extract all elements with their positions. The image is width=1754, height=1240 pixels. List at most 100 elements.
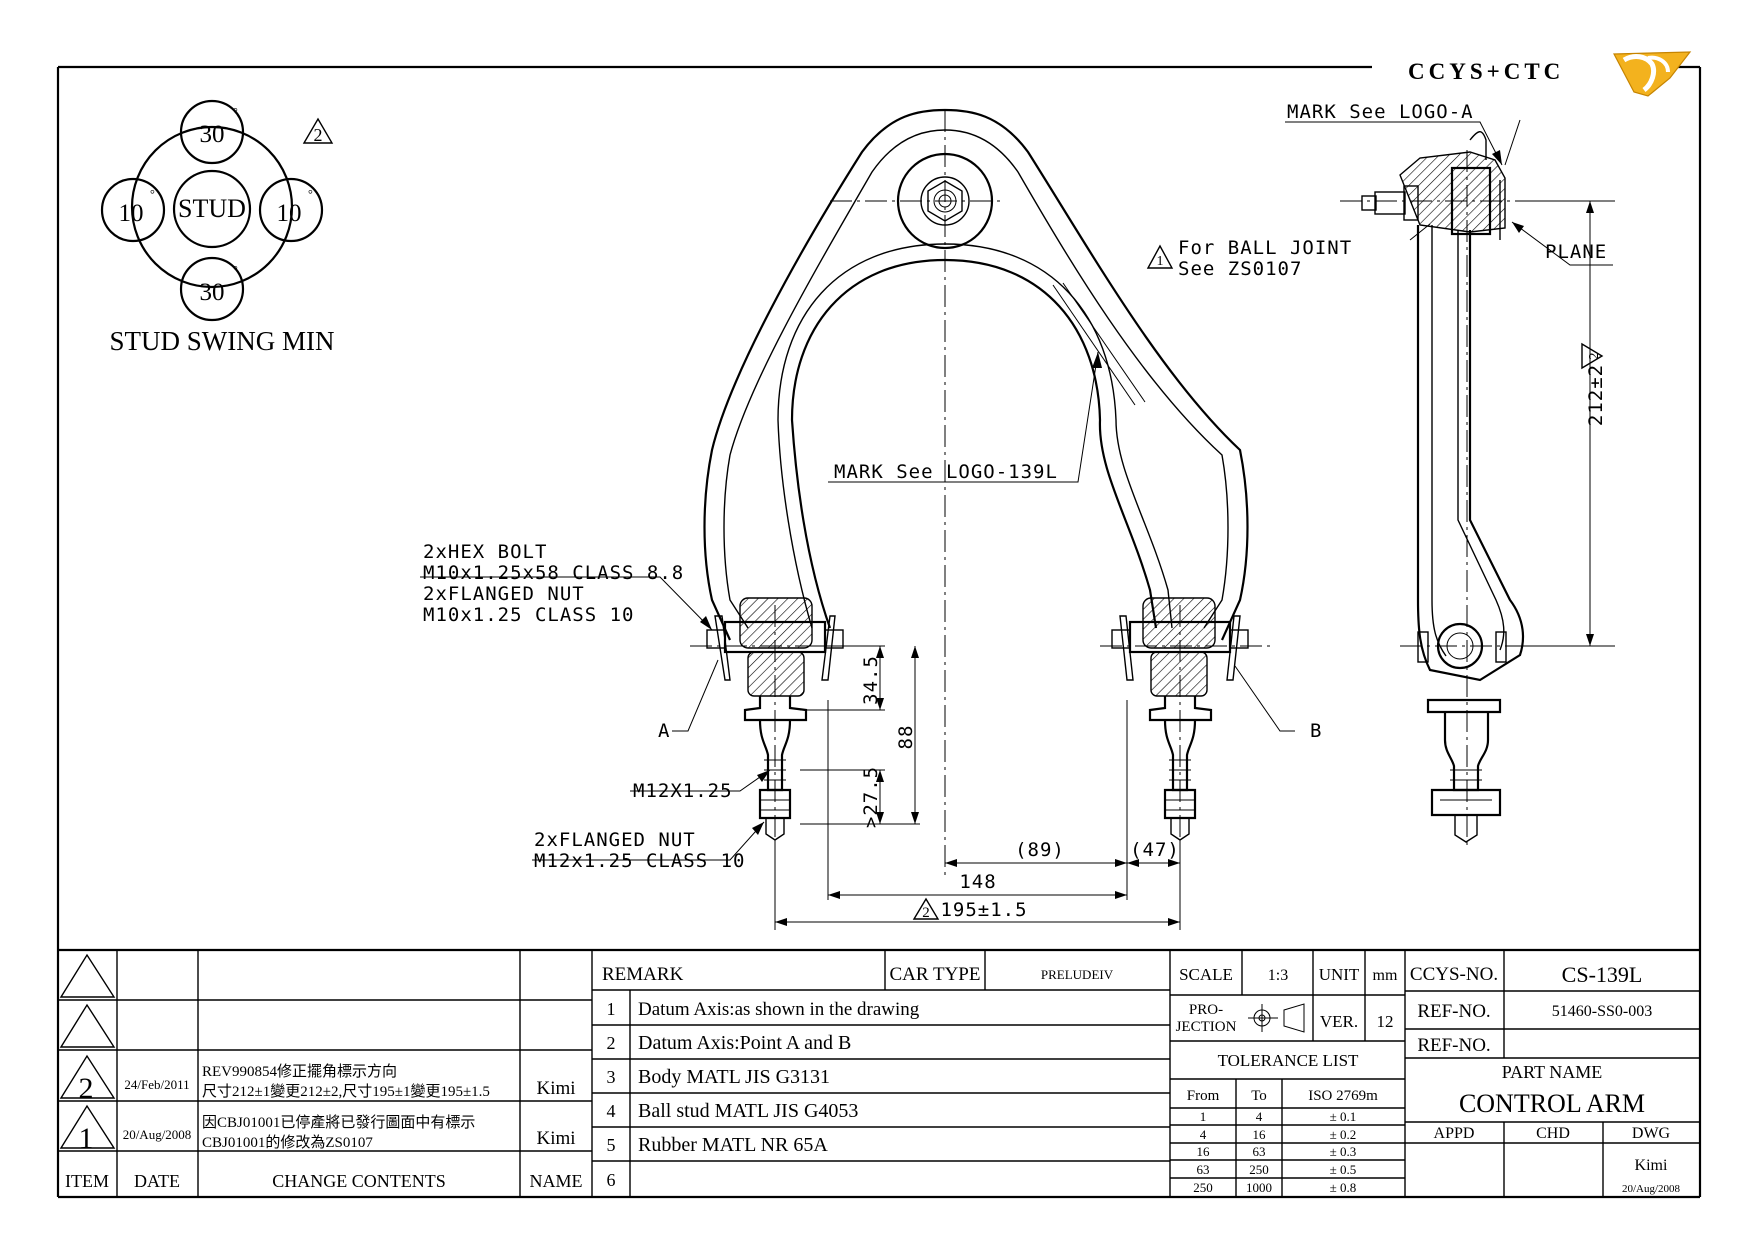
change-row-4-date: 20/Aug/2008 <box>123 1127 192 1142</box>
note-point-b: B <box>1310 720 1322 742</box>
dim-34-5: 34.5 <box>860 655 882 705</box>
swing-center-label: STUD <box>178 194 246 223</box>
dim-88: 88 <box>895 725 917 750</box>
header-item: ITEM <box>65 1171 109 1191</box>
stud-swing-diagram: 30 30 10 10 ° ° ° ° STUD 2 STUD SWING MI… <box>100 99 335 356</box>
car-type-value: PRELUDEIV <box>1041 967 1114 982</box>
swing-right-value: 10 <box>277 200 302 227</box>
tolerance-row-1-to: 4 <box>1256 1109 1263 1124</box>
tolerance-row-3-value: ± 0.3 <box>1330 1144 1357 1159</box>
drawing-date: 20/Aug/2008 <box>1622 1183 1681 1195</box>
ref-no-label: REF-NO. <box>1417 1001 1490 1022</box>
side-view: 212±2 2 MARK See LOGO-A 1 For BALL JOINT… <box>1146 101 1615 850</box>
remark-2-no: 2 <box>607 1033 616 1053</box>
remark-6-no: 6 <box>607 1170 616 1190</box>
note-ball-joint-1: For BALL JOINT <box>1178 237 1352 259</box>
note-point-a: A <box>658 720 670 742</box>
brand-wordmark: CCYS+CTC <box>1408 59 1564 84</box>
part-name-value: CONTROL ARM <box>1459 1089 1645 1118</box>
tolerance-header-iso: ISO 2769m <box>1308 1088 1378 1104</box>
dim-47: (47) <box>1130 839 1180 861</box>
svg-text:°: ° <box>233 105 238 119</box>
ref-no-2-label: REF-NO. <box>1417 1035 1490 1056</box>
remark-1-no: 1 <box>607 999 616 1019</box>
dim-195: 195±1.5 <box>940 899 1027 921</box>
remark-3-no: 3 <box>607 1067 616 1087</box>
part-name-label: PART NAME <box>1502 1062 1602 1082</box>
ref-no-value: 51460-SS0-003 <box>1552 1003 1652 1020</box>
car-type-label: CAR TYPE <box>890 964 981 985</box>
note-nut-1: 2xFLANGED NUT <box>534 829 696 851</box>
ball-joint-revision-mark: 1 <box>1157 254 1164 269</box>
remarks: REMARK CAR TYPE PRELUDEIV 1 Datum Axis:a… <box>592 950 1171 1197</box>
note-bolt-3: 2xFLANGED NUT <box>423 583 585 605</box>
note-bolt-2: M10x1.25x58 CLASS 8.8 <box>423 562 684 584</box>
remark-3-text: Body MATL JIS G3131 <box>638 1066 830 1088</box>
unit-value: mm <box>1373 967 1398 984</box>
tolerance-row-1-from: 1 <box>1200 1109 1207 1124</box>
ver-label: VER. <box>1320 1012 1358 1031</box>
brand-logo: CCYS+CTC <box>1408 51 1692 97</box>
tolerance-row-1-value: ± 0.1 <box>1330 1109 1357 1124</box>
note-bolt-1: 2xHEX BOLT <box>423 541 547 563</box>
tolerance-title: TOLERANCE LIST <box>1218 1051 1359 1070</box>
remark-label: REMARK <box>602 964 684 985</box>
change-row-3-content-1: REV990854修正擺角標示方向 <box>202 1063 397 1080</box>
scale-value: 1:3 <box>1268 967 1288 984</box>
tolerance-row-5-from: 250 <box>1193 1180 1213 1195</box>
tolerance-row-5-value: ± 0.8 <box>1330 1180 1357 1195</box>
change-row-4-content-1: 因CBJ01001已停產將已發行圖面中有標示 <box>202 1114 475 1131</box>
remark-5-no: 5 <box>607 1135 616 1155</box>
svg-text:°: ° <box>308 187 313 201</box>
left-bushing <box>706 597 844 841</box>
dim-148: 148 <box>959 871 996 893</box>
unit-label: UNIT <box>1319 965 1360 984</box>
frame <box>56 65 1702 1199</box>
remark-1-text: Datum Axis:as shown in the drawing <box>638 999 920 1020</box>
third-angle-projection-icon <box>1248 1003 1305 1033</box>
identification: CCYS-NO. CS-139L REF-NO. 51460-SS0-003 R… <box>1405 950 1700 1197</box>
dim-212: 212±2 <box>1585 364 1607 426</box>
dim-195-revision-mark: 2 <box>922 905 930 921</box>
svg-text:°: ° <box>150 187 155 201</box>
remark-4-no: 4 <box>607 1101 616 1121</box>
remark-5-text: Rubber MATL NR 65A <box>638 1134 828 1156</box>
dwg-label: DWG <box>1632 1125 1671 1142</box>
header-date: DATE <box>134 1171 180 1191</box>
tolerance-row-5-to: 1000 <box>1246 1180 1272 1195</box>
note-bolt-4: M10x1.25 CLASS 10 <box>423 604 634 626</box>
ccys-no-label: CCYS-NO. <box>1410 964 1498 985</box>
remark-4-text: Ball stud MATL JIS G4053 <box>638 1100 858 1122</box>
dim-212-revision-mark: 2 <box>1587 353 1602 360</box>
note-plane: PLANE <box>1545 241 1607 263</box>
appd-label: APPD <box>1434 1125 1475 1142</box>
scale-label: SCALE <box>1179 965 1233 984</box>
change-row-3-content-2: 尺寸212±1變更212±2,尺寸195±1變更195±1.5 <box>202 1083 490 1100</box>
tolerance-list: SCALE 1:3 UNIT mm PRO- JECTION VER. 12 T… <box>1170 950 1406 1197</box>
change-row-3-name: Kimi <box>536 1078 575 1099</box>
change-row-4-name: Kimi <box>536 1128 575 1149</box>
swing-top-value: 30 <box>200 121 225 148</box>
note-nut-2: M12x1.25 CLASS 10 <box>534 850 745 872</box>
tolerance-row-4-to: 250 <box>1249 1162 1269 1177</box>
tolerance-header-from: From <box>1187 1088 1220 1104</box>
tolerance-header-to: To <box>1251 1088 1267 1104</box>
tolerance-row-4-value: ± 0.5 <box>1330 1162 1357 1177</box>
ccys-no-value: CS-139L <box>1562 962 1643 987</box>
tolerance-row-4-from: 63 <box>1197 1162 1210 1177</box>
tolerance-row-3-from: 16 <box>1197 1144 1211 1159</box>
tolerance-row-3-to: 63 <box>1253 1144 1266 1159</box>
tolerance-row-2-value: ± 0.2 <box>1330 1127 1357 1142</box>
change-row-3-item: 2 <box>79 1072 94 1105</box>
note-mark-front: MARK See LOGO-139L <box>834 461 1058 483</box>
swing-left-value: 10 <box>119 200 144 227</box>
front-view: 34.5 88 >27.5 (89) (47) 148 2 195±1.5 MA… <box>420 108 1322 930</box>
change-row-4-item: 1 <box>79 1122 94 1155</box>
drawer-name: Kimi <box>1635 1157 1668 1174</box>
tolerance-row-2-from: 4 <box>1200 1127 1207 1142</box>
swing-revision-mark: 2 <box>314 125 323 145</box>
header-change-contents: CHANGE CONTENTS <box>272 1171 446 1191</box>
header-name: NAME <box>530 1171 583 1191</box>
right-bushing <box>1111 597 1249 841</box>
